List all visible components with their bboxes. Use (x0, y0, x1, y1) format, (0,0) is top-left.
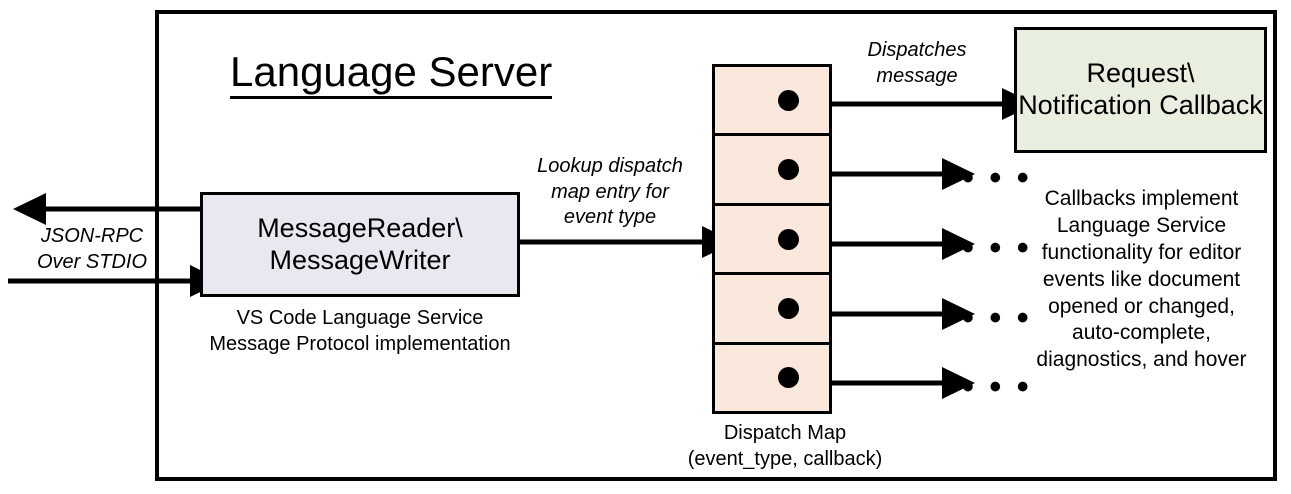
dispatch-map-entry[interactable] (715, 206, 829, 276)
message-reader-writer-box[interactable]: MessageReader\ MessageWriter (200, 192, 520, 297)
dispatch-map-table[interactable] (712, 64, 832, 414)
jsonrpc-stdio-label: JSON-RPC Over STDIO (36, 225, 147, 273)
ellipsis-1: • • • (962, 159, 1032, 197)
dispatch-map-entry[interactable] (715, 345, 829, 411)
dispatch-entry-dot-icon (778, 159, 799, 181)
dispatch-map-caption: Dispatch Map (event_type, callback) (687, 422, 883, 470)
message-reader-writer-caption: VS Code Language Service Message Protoco… (209, 307, 511, 355)
ellipsis-4: • • • (962, 368, 1032, 406)
dispatch-entry-dot-icon (778, 367, 799, 389)
request-notification-callback-box[interactable]: Request\ Notification Callback (1014, 27, 1267, 153)
lookup-dispatch-label: Lookup dispatch map entry for event type (537, 155, 683, 229)
ellipsis-2: • • • (962, 229, 1032, 267)
dispatches-message-label: Dispatches message (867, 39, 967, 87)
dispatch-map-entry[interactable] (715, 67, 829, 137)
dispatch-entry-dot-icon (778, 89, 799, 111)
dispatch-map-entry[interactable] (715, 136, 829, 206)
language-server-boundary (155, 10, 1277, 481)
ellipsis-3: • • • (962, 299, 1032, 337)
dispatch-map-entry[interactable] (715, 275, 829, 345)
dispatch-entry-dot-icon (778, 228, 799, 250)
page-title: Language Server (230, 49, 553, 100)
dispatch-entry-dot-icon (778, 297, 799, 319)
callbacks-description: Callbacks implement Language Service fun… (1036, 187, 1247, 372)
